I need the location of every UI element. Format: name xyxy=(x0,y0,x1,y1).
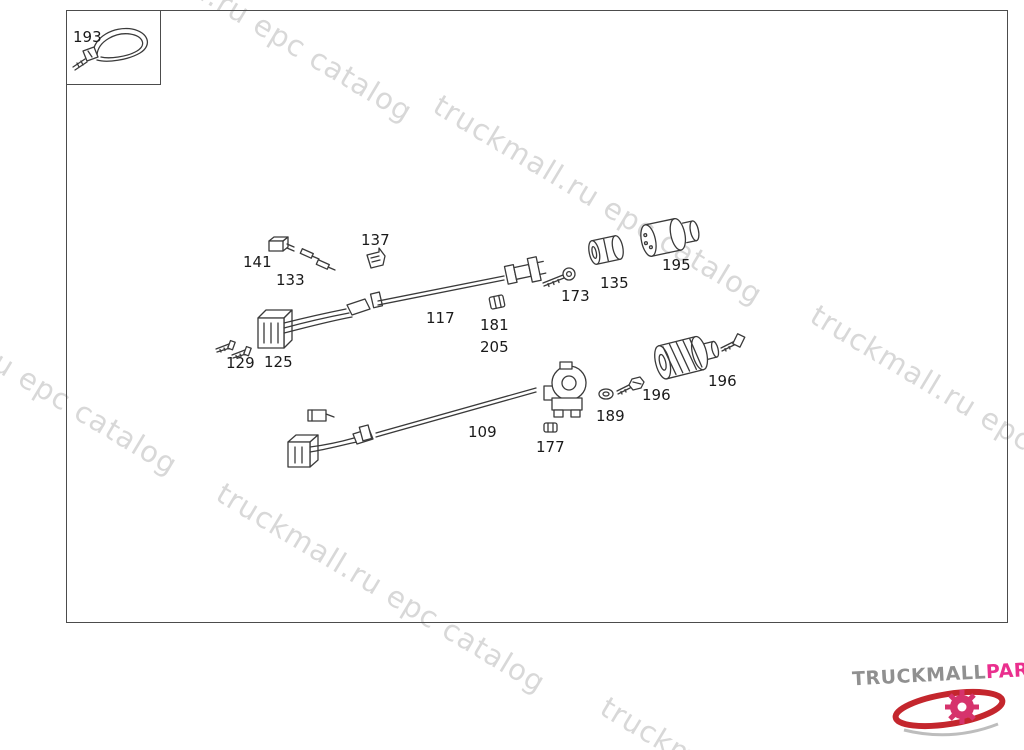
part-label-196-a: 196 xyxy=(642,386,671,404)
part-label-133: 133 xyxy=(276,271,305,289)
part-label-137: 137 xyxy=(361,231,390,249)
part-label-109: 109 xyxy=(468,423,497,441)
diagram-border xyxy=(66,10,1008,623)
part-label-193: 193 xyxy=(73,28,102,46)
part-label-173: 173 xyxy=(561,287,590,305)
harness-diagram-art xyxy=(215,217,746,468)
part-label-141: 141 xyxy=(243,253,272,271)
part-label-177: 177 xyxy=(536,438,565,456)
part-label-125: 125 xyxy=(264,353,293,371)
part-label-189: 189 xyxy=(596,407,625,425)
part-label-181: 181 xyxy=(480,316,509,334)
lower-harness-drawing xyxy=(287,333,746,468)
part-label-135: 135 xyxy=(600,274,629,292)
legend-inset-box xyxy=(66,10,161,85)
part-label-196-b: 196 xyxy=(708,372,737,390)
cable-tie-drawing xyxy=(72,27,149,71)
part-label-195: 195 xyxy=(662,256,691,274)
part-label-129: 129 xyxy=(226,354,255,372)
part-label-205: 205 xyxy=(480,338,509,356)
upper-harness-drawing xyxy=(215,217,700,359)
part-label-117: 117 xyxy=(426,309,455,327)
gear-swoosh-icon xyxy=(892,688,1006,737)
